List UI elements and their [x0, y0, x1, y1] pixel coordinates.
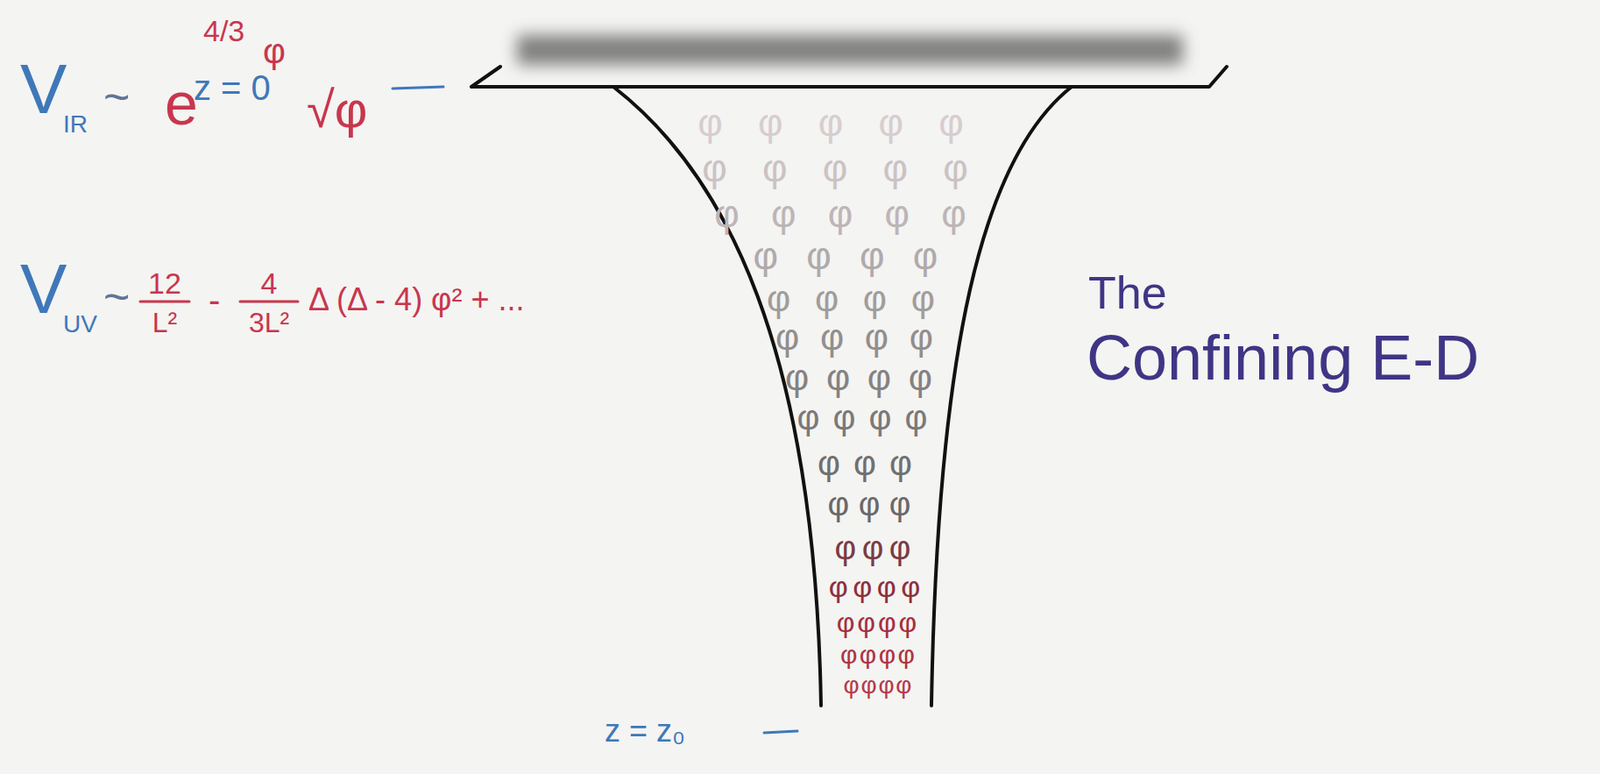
fraction-bar — [240, 300, 298, 304]
field-symbol: φ φ φ φ φ — [697, 103, 977, 142]
exponent: 4/3 — [203, 15, 245, 46]
tilde: ~ — [103, 273, 130, 319]
numerator: 12 — [148, 268, 182, 298]
subscript: IR — [63, 112, 88, 137]
square-root: √φ — [306, 84, 368, 135]
field-symbol: φ φ φ φ — [766, 280, 942, 318]
field-symbol: φ φ φ φ — [753, 236, 948, 276]
exponent: φ — [262, 33, 286, 69]
field-symbol: φ φ φ φ — [840, 641, 913, 668]
field-symbol: φ φ φ — [827, 487, 911, 521]
boundary-line — [471, 66, 1227, 87]
field-symbol: φ φ φ φ φ — [701, 148, 981, 188]
field-symbol: φ φ φ φ φ — [714, 194, 977, 234]
tilde: ~ — [103, 73, 130, 120]
leader-dash — [392, 86, 444, 89]
coordinate-label: z = 0 — [193, 70, 271, 106]
field-symbol: φ φ φ — [817, 445, 914, 481]
field-symbol: φ φ φ φ — [828, 571, 920, 602]
leader-dash — [764, 730, 798, 733]
coordinate-label: z = z₀ — [604, 715, 686, 747]
denominator: L² — [152, 308, 177, 337]
field-symbol: φ φ φ φ — [836, 608, 915, 637]
field-symbol: φ φ φ φ — [796, 399, 929, 435]
denominator: 3L² — [248, 308, 290, 337]
field-symbol: φ φ φ φ — [843, 672, 910, 698]
field-symbol: φ φ φ — [834, 530, 909, 565]
minus-sign: - — [208, 282, 220, 318]
title-word: Confining E-D — [1086, 325, 1480, 390]
field-symbol: φ φ φ φ — [785, 359, 936, 397]
numerator: 4 — [261, 268, 278, 298]
title-word: The — [1088, 269, 1168, 316]
expansion-term: Δ (Δ - 4) φ² + ... — [308, 283, 524, 316]
exponential: e — [164, 73, 199, 134]
field-symbol: φ φ φ φ — [775, 318, 939, 356]
boundary-shadow — [516, 35, 1183, 65]
fraction-bar — [140, 300, 190, 304]
potential-symbol: V — [20, 54, 67, 125]
subscript: UV — [63, 311, 98, 337]
potential-symbol: V — [20, 254, 67, 325]
